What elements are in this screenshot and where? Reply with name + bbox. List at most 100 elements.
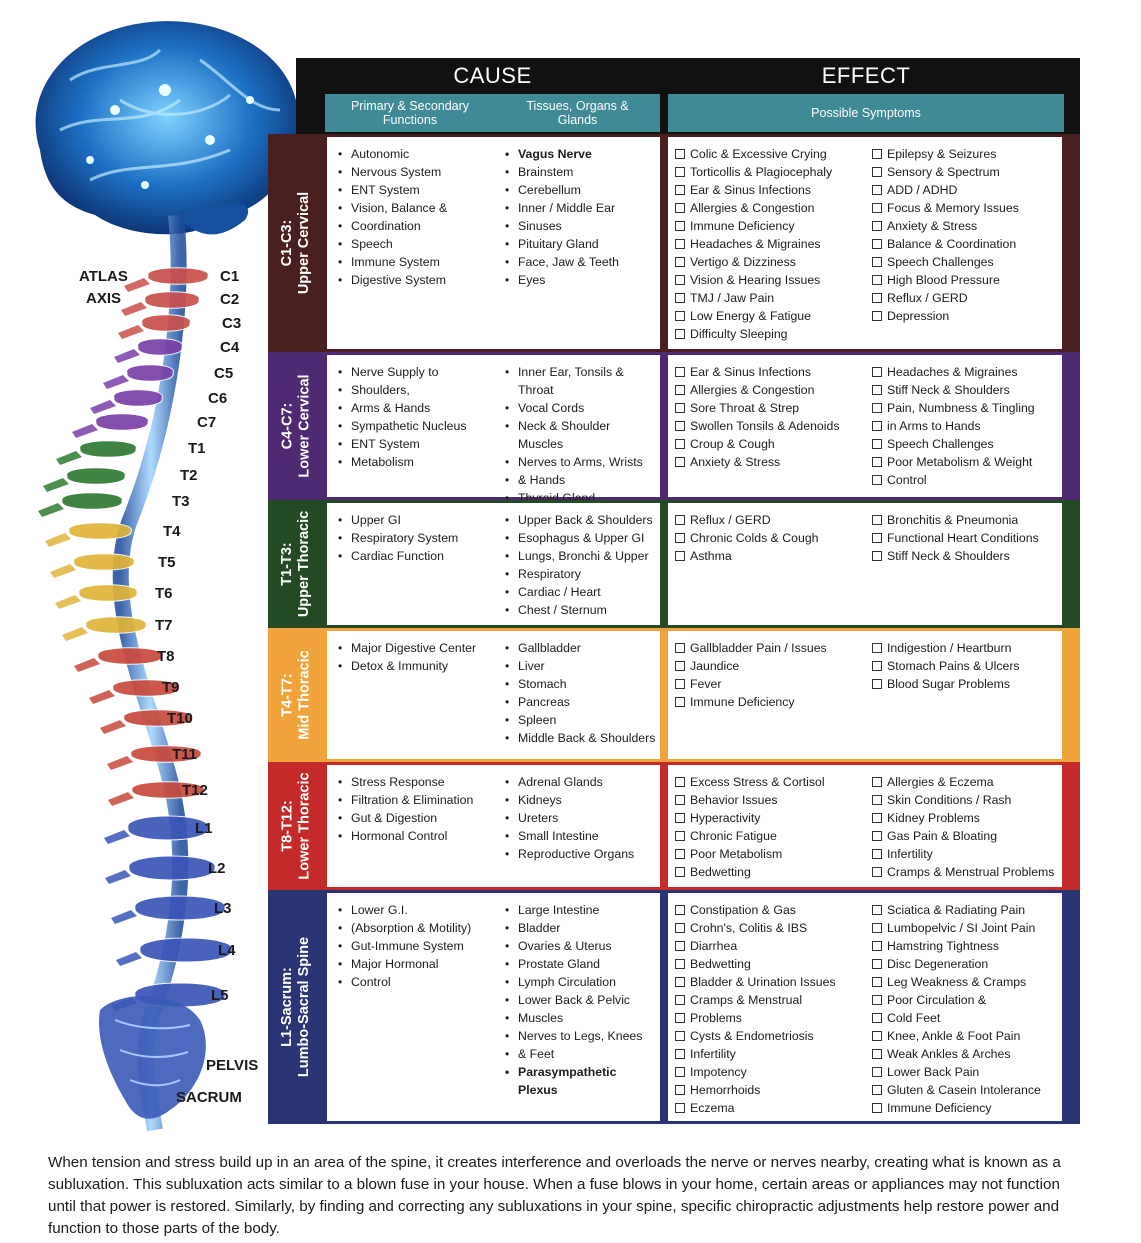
vertebra-process [114, 349, 140, 363]
effect-header: EFFECT [668, 58, 1064, 94]
vertebra-label: L1 [195, 820, 213, 837]
function-item: Coordination [333, 217, 490, 235]
tissues-cell: Upper Back & ShouldersEsophagus & Upper … [494, 503, 660, 625]
vertebra-process [103, 375, 129, 389]
tissue-item: Eyes [500, 271, 656, 289]
vertebra-shape [137, 338, 183, 356]
tissue-item: Pancreas [500, 693, 656, 711]
symptom-item: Disc Degeneration [871, 955, 1058, 973]
symptom-item: Difficulty Sleeping [674, 325, 853, 343]
region-name: Lumbo-Sacral Spine [296, 936, 313, 1078]
symptom-item: Problems [674, 1009, 853, 1027]
symptom-item: Headaches & Migraines [871, 363, 1058, 381]
tissue-item: Gallbladder [500, 639, 656, 657]
tissues-cell: Large IntestineBladderOvaries & UterusPr… [494, 893, 660, 1121]
function-item: Gut & Digestion [333, 809, 490, 827]
vertebra-shape [126, 364, 174, 382]
vertebra-process [108, 792, 134, 806]
tissue-item: Inner Ear, Tonsils & Throat [500, 363, 656, 399]
symptom-item: Immune Deficiency [674, 693, 853, 711]
function-item: Shoulders, [333, 381, 490, 399]
symptom-item: Kidney Problems [871, 809, 1058, 827]
vertebra-label: T3 [172, 493, 190, 510]
tissue-item: Middle Back & Shoulders [500, 729, 656, 747]
symptom-item: Crohn's, Colitis & IBS [674, 919, 853, 937]
tissue-item: Stomach [500, 675, 656, 693]
function-item: Lower G.I. [333, 901, 490, 919]
symptom-item: Immune Deficiency [871, 1099, 1058, 1117]
vertebra-process [121, 302, 147, 316]
symptom-item: Indigestion / Heartburn [871, 639, 1058, 657]
symptom-item: Anxiety & Stress [871, 217, 1058, 235]
vertebra-shape [113, 389, 163, 407]
symptom-item: Stiff Neck & Shoulders [871, 381, 1058, 399]
symptom-item: Knee, Ankle & Foot Pain [871, 1027, 1058, 1045]
vertebra-shape [128, 855, 216, 881]
vertebra-process [100, 720, 126, 734]
vertebra-label: T12 [182, 782, 208, 799]
region-code: C4-C7: [279, 402, 296, 450]
functions-cell: Major Digestive CenterDetox & Immunity [327, 631, 494, 759]
tissue-item: Pituitary Gland [500, 235, 656, 253]
tissues-cell: Adrenal GlandsKidneysUretersSmall Intest… [494, 765, 660, 887]
tissue-item: Face, Jaw & Teeth [500, 253, 656, 271]
vertebra-shape [134, 895, 226, 921]
vertebra-label: T5 [158, 554, 176, 571]
vertebra-process [105, 870, 131, 884]
region-code: T8-T12: [279, 800, 296, 852]
vertebra-shape [79, 440, 137, 458]
region-label: T8-T12:Lower Thoracic [268, 762, 325, 890]
symptom-item: Sciatica & Radiating Pain [871, 901, 1058, 919]
function-item: Major Digestive Center [333, 639, 490, 657]
symptom-item: Gallbladder Pain / Issues [674, 639, 853, 657]
tissue-item: Neck & Shoulder Muscles [500, 417, 656, 453]
symptom-item: Speech Challenges [871, 253, 1058, 271]
symptom-item: Functional Heart Conditions [871, 529, 1058, 547]
symptom-item: Ear & Sinus Infections [674, 181, 853, 199]
region-label: T1-T3:Upper Thoracic [268, 500, 325, 628]
symptom-item: Depression [871, 307, 1058, 325]
vertebra-shape [147, 267, 209, 285]
symptom-item: Skin Conditions / Rash [871, 791, 1058, 809]
symptom-item: Jaundice [674, 657, 853, 675]
function-item: Upper GI [333, 511, 490, 529]
function-item: Control [333, 973, 490, 991]
symptom-item: Ear & Sinus Infections [674, 363, 853, 381]
symptom-item: Leg Weakness & Cramps [871, 973, 1058, 991]
function-item: ENT System [333, 181, 490, 199]
function-item: (Absorption & Motility) [333, 919, 490, 937]
symptom-item: Hemorrhoids [674, 1081, 853, 1099]
tissues-cell: Vagus NerveBrainstemCerebellumInner / Mi… [494, 137, 660, 349]
vertebrae-group [38, 267, 233, 1011]
region-name: Lower Thoracic [296, 772, 313, 880]
symptom-item: Control [871, 471, 1058, 489]
vertebra-shape [123, 709, 193, 727]
symptom-item: Impotency [674, 1063, 853, 1081]
symptom-item: Cramps & Menstrual Problems [871, 863, 1058, 881]
vertebra-shape [66, 467, 126, 485]
function-item: Nerve Supply to [333, 363, 490, 381]
tissue-item: Upper Back & Shoulders [500, 511, 656, 529]
vertebra-label: T2 [180, 467, 198, 484]
region-label: C1-C3:Upper Cervical [268, 134, 325, 352]
symptom-item: Sore Throat & Strep [674, 399, 853, 417]
vertebra-label: T10 [167, 710, 193, 727]
symptom-item: Reflux / GERD [871, 289, 1058, 307]
symptom-item: Blood Sugar Problems [871, 675, 1058, 693]
tissue-item: Large Intestine [500, 901, 656, 919]
region-code: C1-C3: [279, 219, 296, 267]
tissue-item: & Feet [500, 1045, 656, 1063]
symptom-item: Headaches & Migraines [674, 235, 853, 253]
symptom-item: Excess Stress & Cortisol [674, 773, 853, 791]
tissue-item: Respiratory [500, 565, 656, 583]
region-name: Upper Thoracic [296, 510, 313, 618]
symptom-item: Cysts & Endometriosis [674, 1027, 853, 1045]
symptom-item: Balance & Coordination [871, 235, 1058, 253]
region-name: Mid Thoracic [296, 650, 313, 740]
symptom-item: Speech Challenges [871, 435, 1058, 453]
symptom-item: Hamstring Tightness [871, 937, 1058, 955]
